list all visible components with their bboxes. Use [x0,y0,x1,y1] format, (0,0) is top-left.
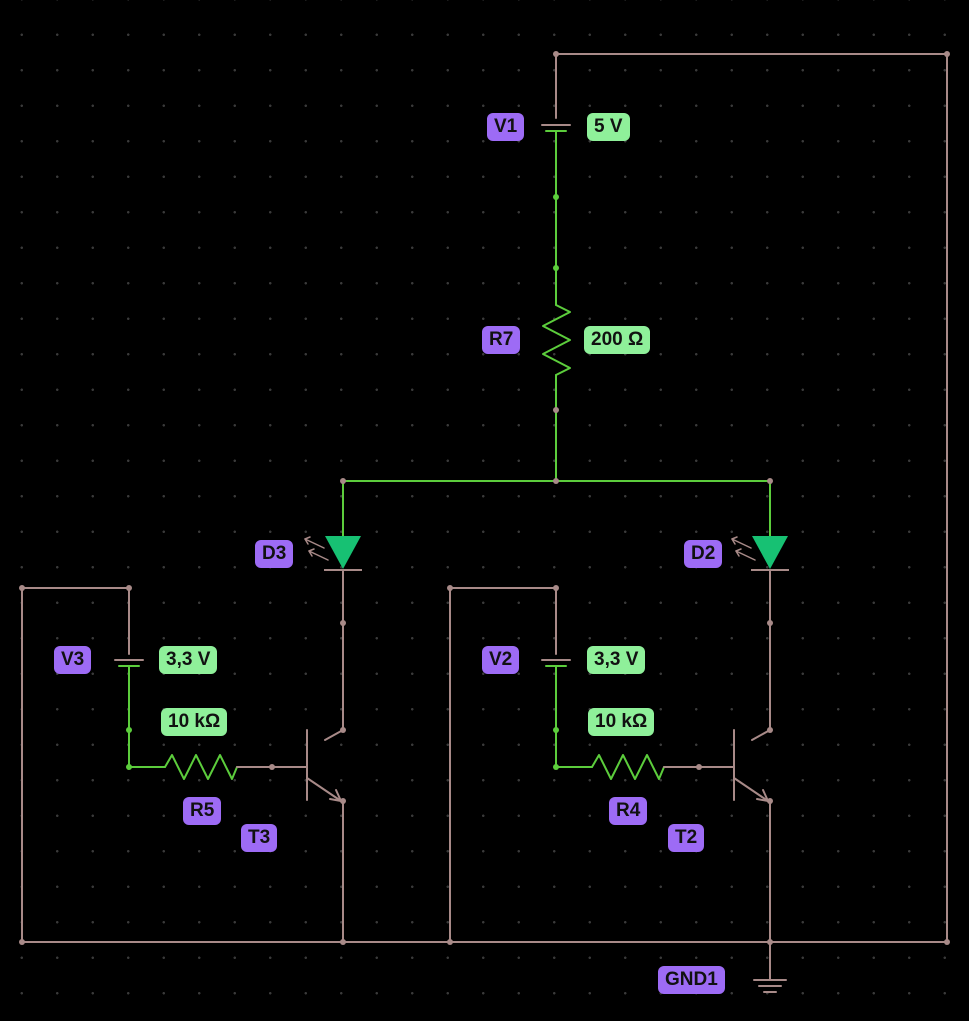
v3-value-label[interactable]: 3,3 V [159,646,218,674]
v2-value-label[interactable]: 3,3 V [587,646,646,674]
wire-t3-ground[interactable] [340,800,344,943]
d2-light-arrows [731,536,756,561]
r7-name-label[interactable]: R7 [482,326,521,354]
wire-v3-r5[interactable] [128,665,166,768]
v2-name-label[interactable]: V2 [482,646,520,674]
r5-name-label[interactable]: R5 [183,797,222,825]
wire-t2-ground[interactable] [767,800,771,943]
t2-name-label[interactable]: T2 [668,824,705,852]
r7-value-label[interactable]: 200 Ω [584,326,651,354]
wire-d3-t3[interactable] [324,569,344,741]
t3-emitter [306,777,342,802]
wire-left-loop[interactable] [21,587,130,943]
wire-right-loop[interactable] [449,587,557,943]
d3-name-label[interactable]: D3 [255,540,294,568]
wire-d2-t2[interactable] [751,569,771,741]
r7-resistor-symbol[interactable] [542,304,571,376]
r5-value-label[interactable]: 10 kΩ [161,708,228,736]
junction-dots [19,51,950,945]
wire-v2-r4[interactable] [555,665,593,768]
d3-led-icon[interactable] [325,536,361,569]
v1-value-label[interactable]: 5 V [587,113,630,141]
v1-name-label[interactable]: V1 [487,113,525,141]
r4-name-label[interactable]: R4 [609,797,648,825]
t3-name-label[interactable]: T3 [241,824,278,852]
r4-value-label[interactable]: 10 kΩ [588,708,655,736]
v3-name-label[interactable]: V3 [54,646,92,674]
d3-light-arrows [304,536,329,561]
d2-name-label[interactable]: D2 [684,540,723,568]
wire-top-return[interactable] [555,53,948,943]
t2-emitter [733,777,769,802]
d2-led-icon[interactable] [752,536,788,569]
r4-resistor-symbol[interactable] [591,754,665,780]
gnd1-name-label[interactable]: GND1 [658,966,725,994]
r5-resistor-symbol[interactable] [164,754,238,780]
